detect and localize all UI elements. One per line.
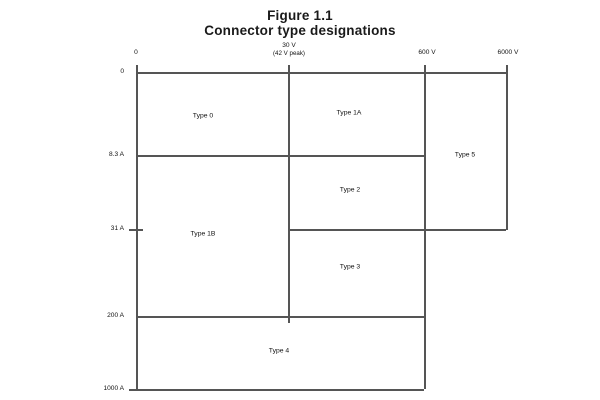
x-tick-0v: 0 (134, 49, 138, 57)
y-tick-8-3a-label: 8.3 A (108, 151, 124, 158)
gridline-30v (288, 65, 290, 323)
region-label-type-3: Type 3 (340, 263, 360, 272)
figure-title: Figure 1.1 Connector type designations (0, 8, 600, 39)
region-type-3-text: Type 3 (339, 263, 361, 271)
x-tick-6000v: 6000 V (498, 49, 519, 57)
gridline-8-3a (136, 155, 424, 157)
region-label-type-0: Type 0 (193, 112, 213, 121)
x-tick-0v-label: 0 (134, 49, 138, 56)
y-tick-8-3a: 8.3 A (72, 151, 124, 159)
region-label-type-4: Type 4 (269, 347, 289, 356)
region-label-type-1b: Type 1B (191, 230, 216, 239)
x-tick-30v-label: 30 V (282, 42, 296, 49)
region-type-2-text: Type 2 (339, 186, 361, 194)
gridline-600v (424, 65, 426, 389)
region-type-1a-text: Type 1A (336, 109, 362, 117)
y-tick-31a: 31 A (72, 225, 124, 233)
region-label-type-1a: Type 1A (337, 109, 362, 118)
gridline-31a (288, 229, 506, 231)
region-type-4-text: Type 4 (268, 347, 290, 355)
gridline-200a (136, 316, 424, 318)
y-tick-0a: 0 (72, 68, 124, 76)
y-tick-200a-label: 200 A (107, 312, 124, 319)
y-tick-1000a: 1000 A (68, 385, 124, 393)
figure-caption: Connector type designations (204, 23, 396, 38)
gridline-1000a (129, 389, 424, 391)
region-type-0-text: Type 0 (192, 112, 214, 120)
gridline-0a (136, 72, 506, 74)
x-tick-30v-sublabel: (42 V peak) (273, 50, 305, 57)
x-tick-30v: 30 V (42 V peak) (273, 42, 305, 58)
figure-number: Figure 1.1 (267, 8, 333, 23)
y-tick-31a-label: 31 A (110, 225, 124, 232)
region-label-type-2: Type 2 (340, 186, 360, 195)
region-type-5-text: Type 5 (454, 151, 476, 159)
y-tick-0a-label: 0 (120, 68, 124, 75)
region-label-type-5: Type 5 (455, 151, 475, 160)
region-type-1b-text: Type 1B (190, 230, 216, 238)
x-tick-600v: 600 V (418, 49, 435, 57)
x-tick-600v-label: 600 V (418, 49, 436, 56)
y-tick-200a: 200 A (72, 312, 124, 320)
gridline-6000v (506, 65, 508, 230)
x-tick-6000v-label: 6000 V (497, 49, 519, 56)
y-tick-1000a-label: 1000 A (103, 385, 124, 392)
gridline-0v (136, 65, 138, 389)
